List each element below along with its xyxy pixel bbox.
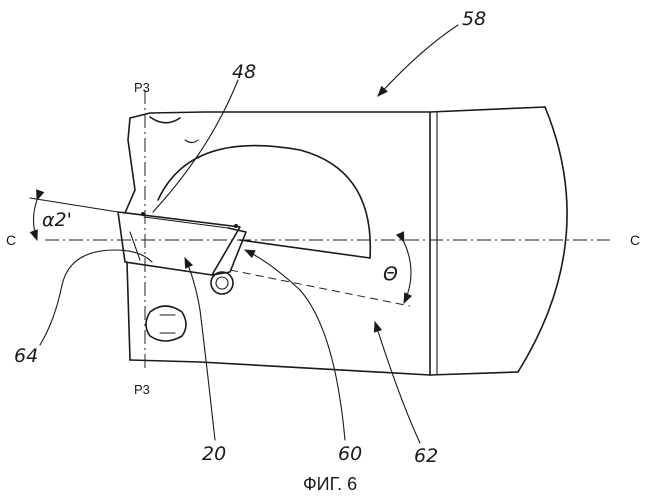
- cutting-insert: [118, 212, 240, 275]
- tool-body: [125, 107, 567, 375]
- figure-caption: ФИГ. 6: [303, 474, 357, 494]
- angle-theta-label: Θ: [383, 263, 398, 285]
- chip-flute: [158, 146, 370, 258]
- clamp-wedge: [212, 228, 246, 275]
- leader-48: [153, 80, 238, 212]
- ref-62: 62: [414, 445, 438, 467]
- leader-62: [375, 322, 420, 443]
- axis-label-right: C: [630, 232, 640, 248]
- ref-60: 60: [338, 443, 362, 465]
- plane-label-bottom: P3: [134, 382, 150, 397]
- leader-58: [378, 25, 458, 96]
- screw-hole-upper: [211, 272, 233, 294]
- axis-label-left: C: [6, 232, 16, 248]
- screw-hole-lower: [146, 306, 186, 341]
- ref-64: 64: [14, 345, 38, 367]
- ref-58: 58: [462, 8, 486, 30]
- theta-angle-arc: [404, 242, 411, 303]
- ref-20: 20: [202, 443, 226, 465]
- alpha-angle-arc: [34, 200, 38, 240]
- angle-alpha-label: α2': [42, 209, 72, 231]
- leader-60: [245, 250, 345, 440]
- ref-48: 48: [232, 61, 256, 83]
- plane-label-top: P3: [134, 80, 150, 95]
